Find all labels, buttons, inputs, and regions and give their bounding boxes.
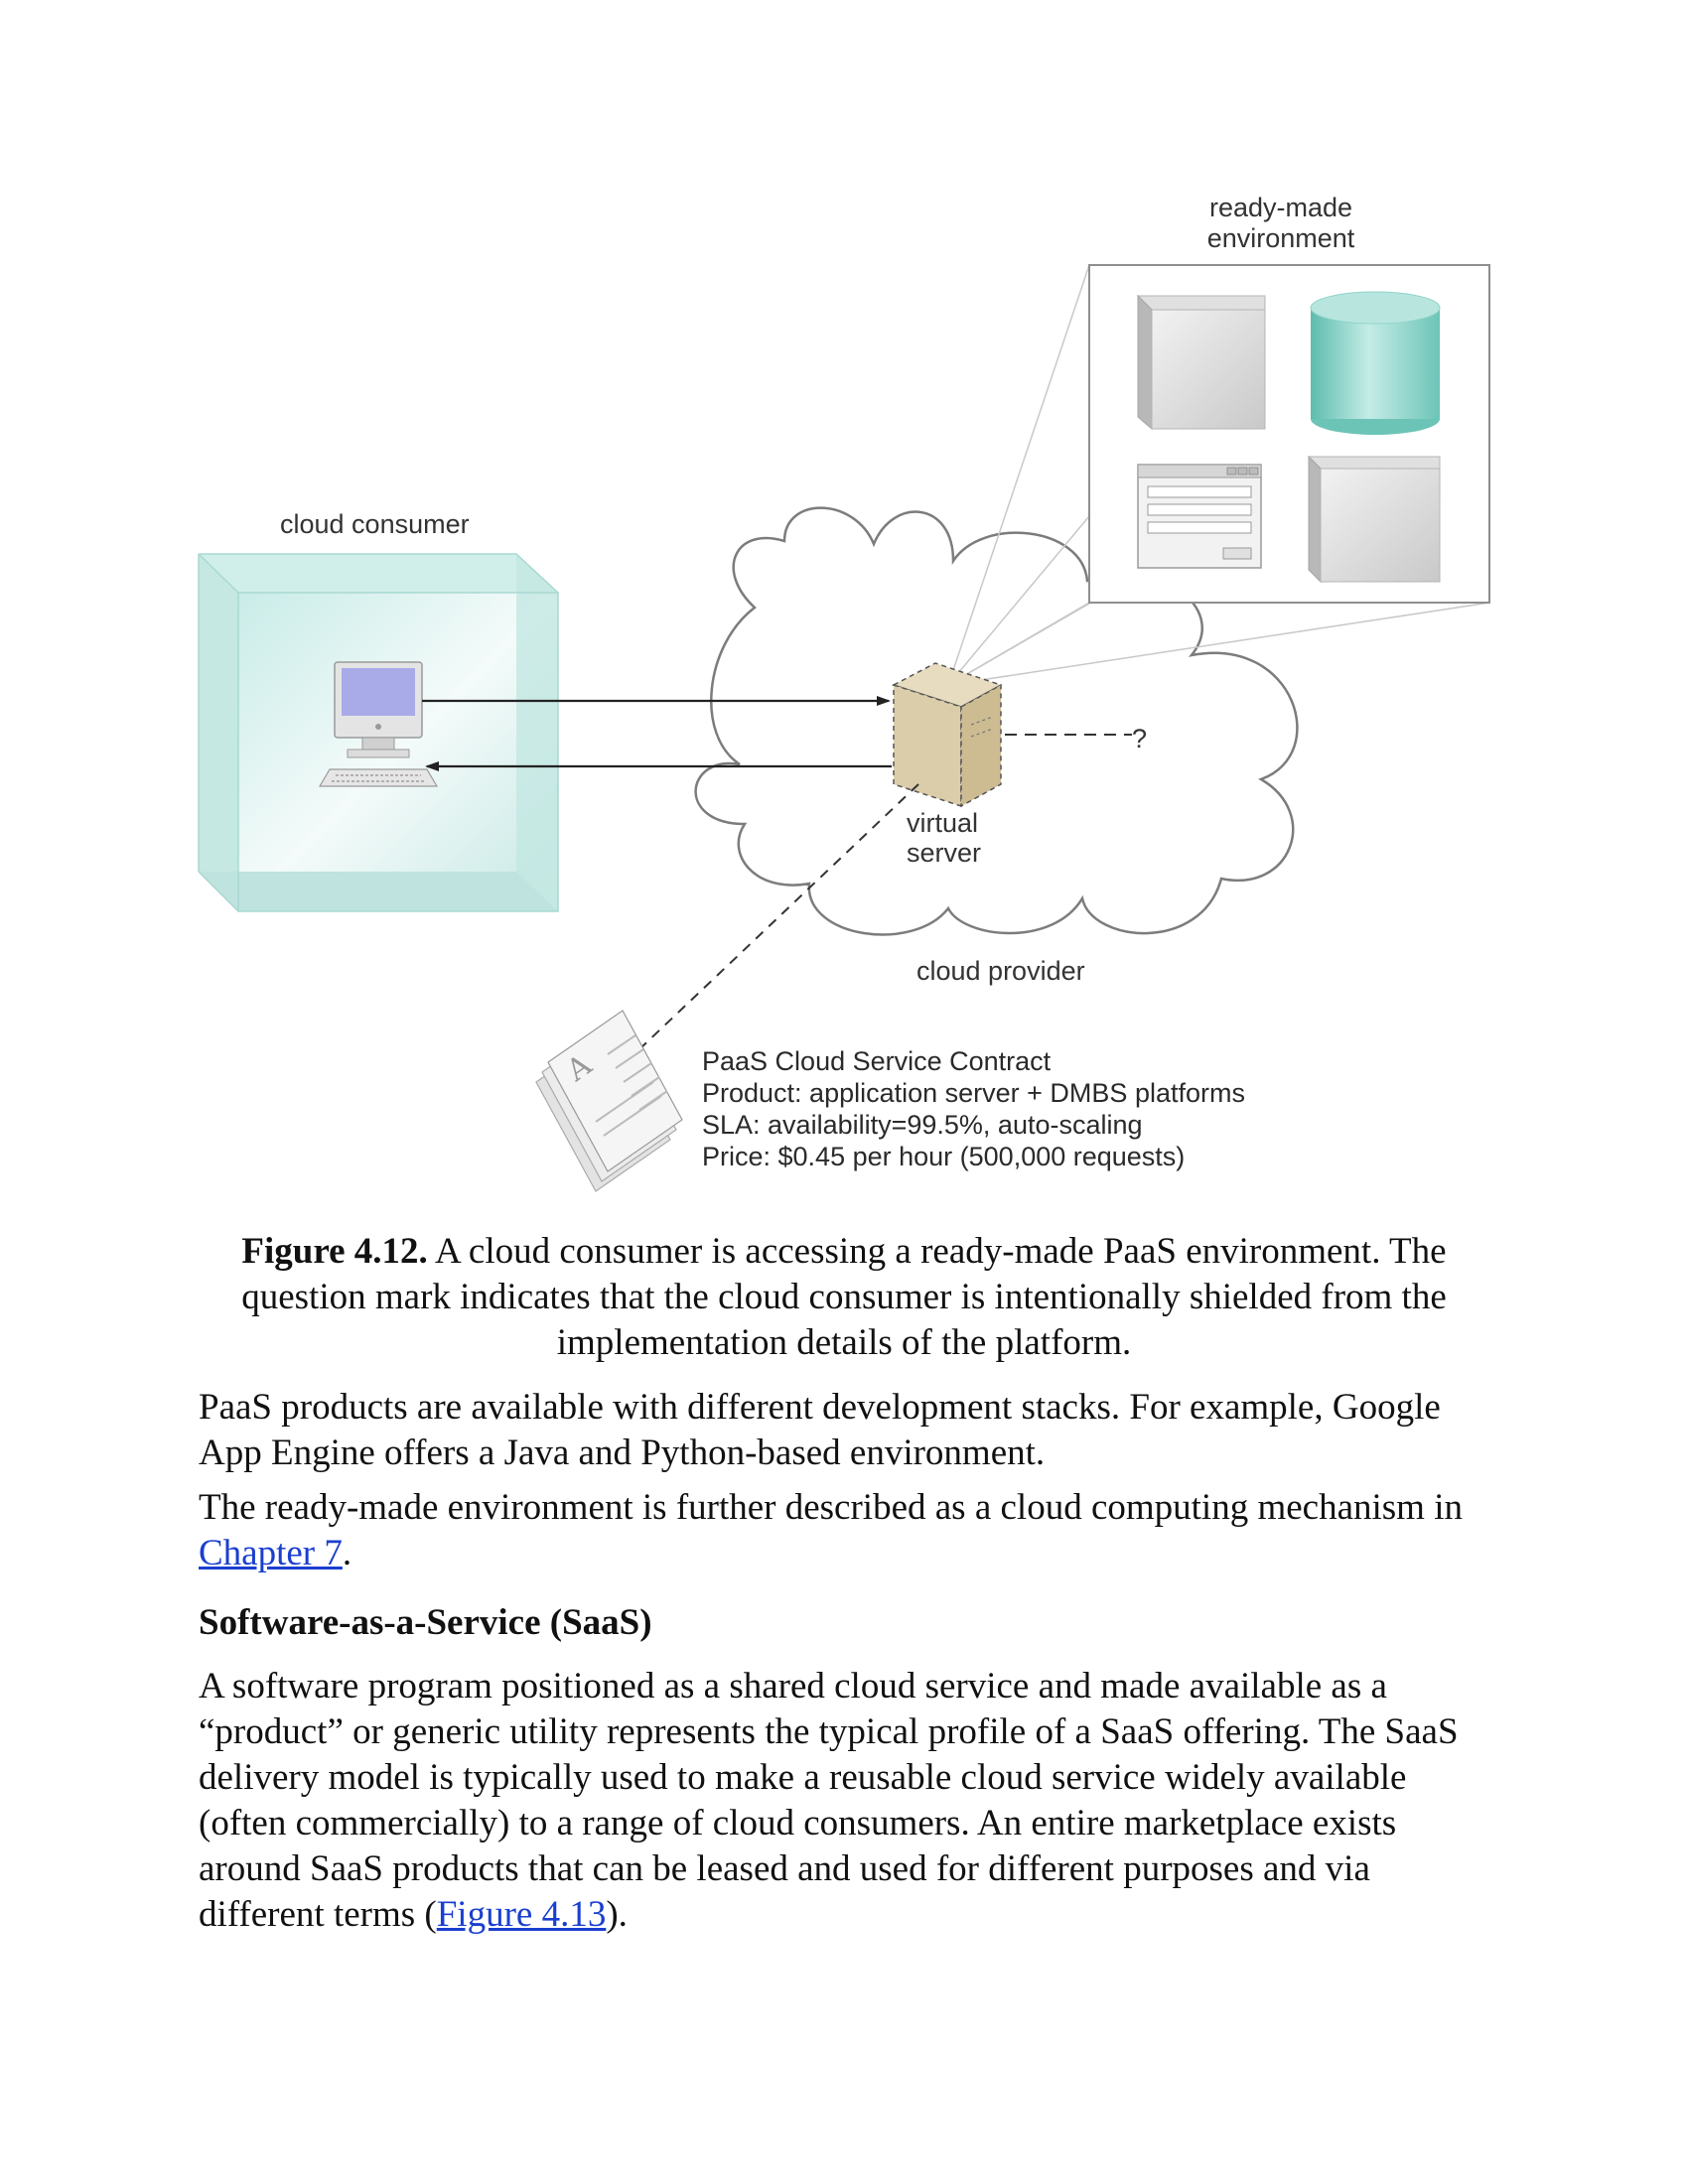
section-heading-saas: Software-as-a-Service (SaaS) <box>199 1602 652 1643</box>
application-window-icon <box>1137 464 1262 569</box>
label-virtual: virtual <box>907 808 978 838</box>
chapter-7-link[interactable]: Chapter 7 <box>199 1533 343 1573</box>
paragraph-2-end: . <box>342 1533 352 1573</box>
caption-label: Figure 4.12. <box>241 1231 428 1272</box>
contract-product: Product: application server + DMBS platf… <box>702 1078 1245 1108</box>
contract-document-icon: A <box>535 1010 683 1192</box>
label-ready-made-2: environment <box>1207 223 1355 253</box>
paragraph-ready-made: The ready-made environment is further de… <box>199 1485 1489 1576</box>
paragraph-saas: A software program positioned as a share… <box>199 1664 1489 1938</box>
contract-price: Price: $0.45 per hour (500,000 requests) <box>702 1142 1185 1171</box>
service-cube-icon <box>1307 455 1441 584</box>
paragraph-1-text: PaaS products are available with differe… <box>199 1387 1441 1473</box>
virtual-server-icon <box>892 662 1003 808</box>
figure-4-13-link[interactable]: Figure 4.13 <box>436 1894 607 1935</box>
computer-workstation-icon <box>318 661 439 787</box>
paragraph-3-text: A software program positioned as a share… <box>199 1666 1459 1935</box>
server-cube-icon <box>1136 294 1266 431</box>
contract-dashed-line <box>620 783 919 1068</box>
question-mark: ? <box>1132 724 1147 753</box>
caption-text: A cloud consumer is accessing a ready-ma… <box>241 1231 1447 1363</box>
label-ready-made-1: ready-made <box>1209 193 1352 222</box>
figure-caption: Figure 4.12. A cloud consumer is accessi… <box>199 1229 1489 1366</box>
label-cloud-consumer: cloud consumer <box>280 509 470 539</box>
database-icon <box>1310 291 1441 435</box>
contract-sla: SLA: availability=99.5%, auto-scaling <box>702 1110 1143 1140</box>
label-server: server <box>907 838 981 868</box>
paragraph-paas-stacks: PaaS products are available with differe… <box>199 1385 1489 1476</box>
paragraph-3-end: ). <box>606 1894 628 1935</box>
cloud-consumer-box <box>198 553 559 912</box>
contract-title: PaaS Cloud Service Contract <box>702 1046 1052 1076</box>
paragraph-2-text: The ready-made environment is further de… <box>199 1487 1463 1528</box>
ready-made-environment-box <box>1088 264 1490 604</box>
figure-diagram: A ready-made environment cloud consumer … <box>198 193 1490 1192</box>
label-cloud-provider: cloud provider <box>916 956 1085 986</box>
